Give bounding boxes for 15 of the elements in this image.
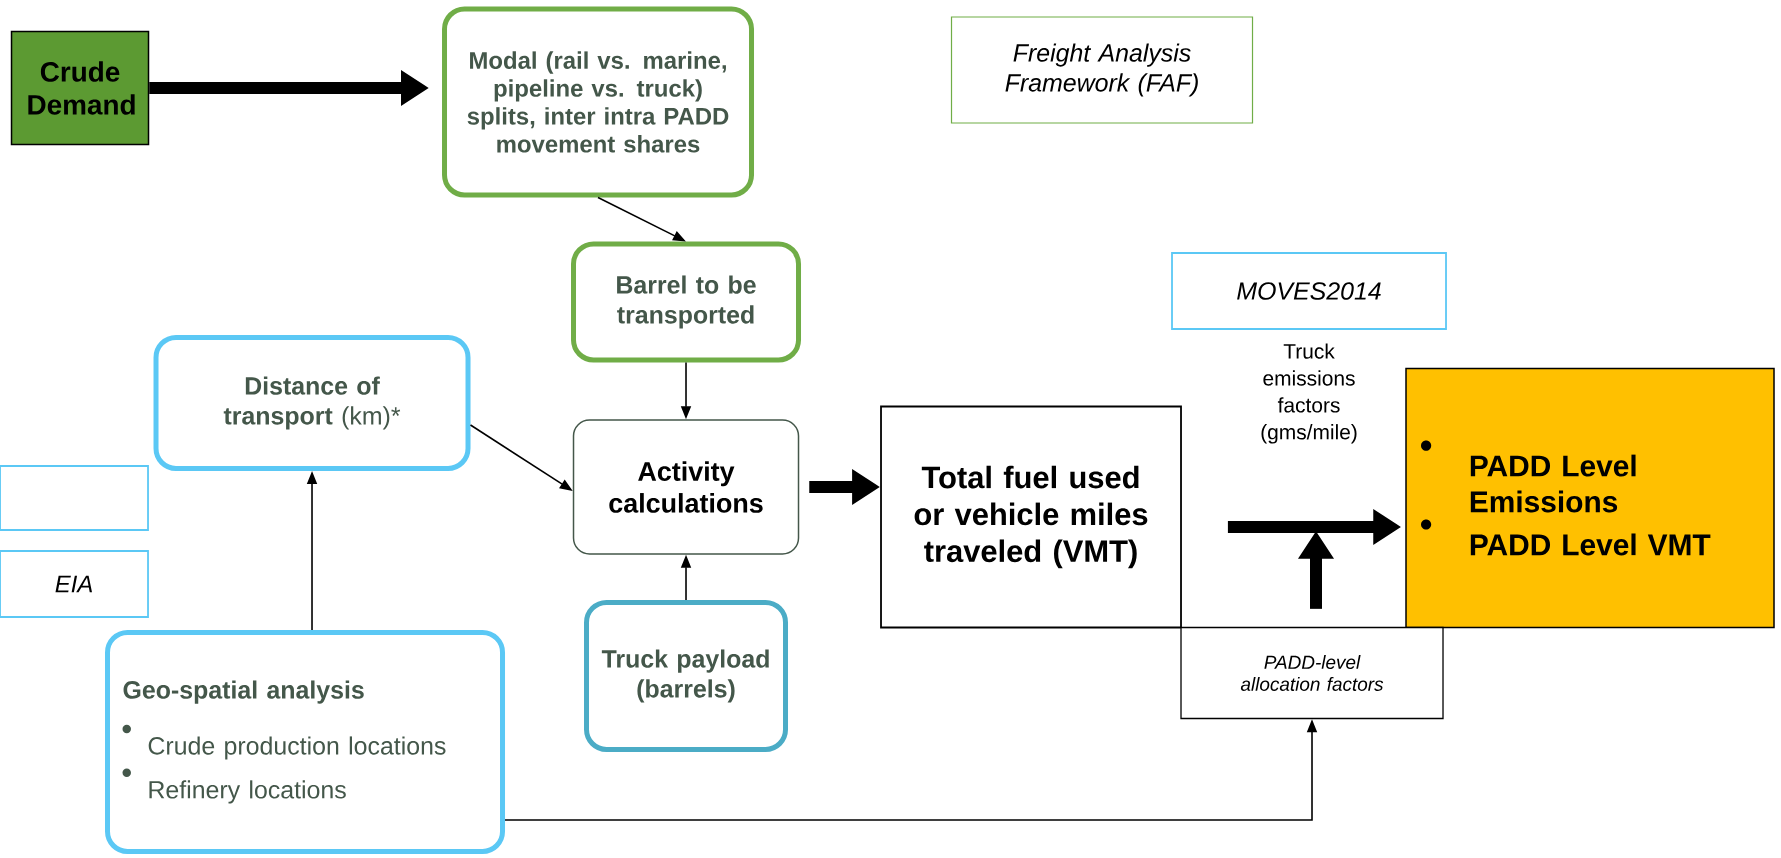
source-box	[0, 465, 149, 531]
process-box: Distance of transport (km)*	[153, 335, 471, 471]
process-box: Barrel to be transported	[571, 241, 801, 363]
source-box: EIA	[0, 550, 149, 618]
factor-box: PADD-level allocation factors	[1180, 626, 1444, 720]
source-box: MOVES2014	[1171, 252, 1447, 330]
process-box: Activity calculations	[572, 419, 800, 555]
result-box: Total fuel used or vehicle miles traveled (VMT)	[880, 405, 1182, 629]
input-box: Crude Demand	[10, 30, 150, 146]
process-box: Modal (rail vs. marine, pipeline vs. truck) splits, inter intra PADD movement shares	[442, 6, 754, 198]
output-box: PADD Level Emissions PADD Level VMT	[1405, 367, 1775, 629]
analysis-box: Geo-spatial analysis Crude production locations Refinery locations	[105, 630, 505, 854]
process-box: Truck payload (barrels)	[584, 600, 788, 752]
source-box: Freight Analysis Framework (FAF)	[950, 16, 1254, 124]
annotation-label: Truck emissions factors (gms/mile)	[1261, 343, 1357, 444]
